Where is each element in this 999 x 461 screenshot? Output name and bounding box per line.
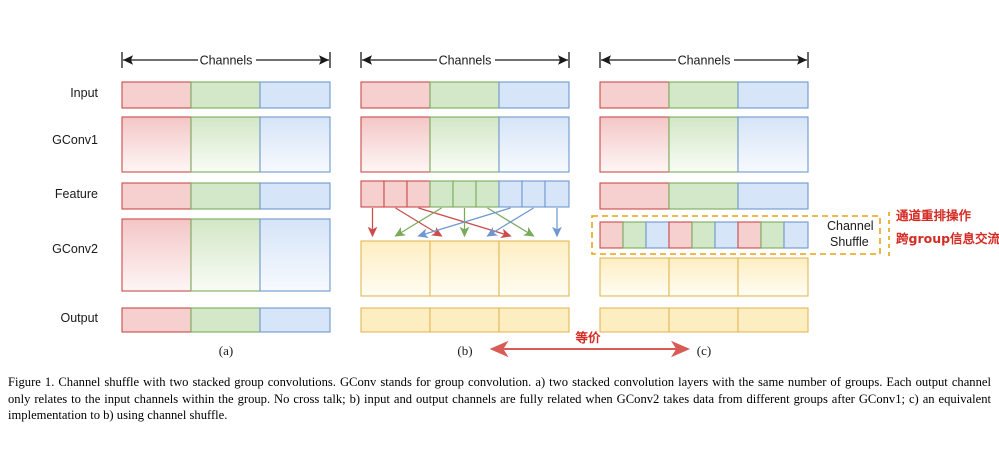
channels-axis-label-b: Channels	[439, 54, 492, 68]
row-label-gconv1: GConv1	[52, 133, 98, 147]
channels-axis-b: Channels	[360, 52, 570, 68]
panel-c-shuffled-row	[599, 221, 809, 249]
panel-c: Channels	[591, 52, 999, 358]
panel-a-gconv2-row	[121, 218, 331, 292]
panel-c-output-row	[599, 307, 809, 333]
equivalence-arrow: 等价	[489, 330, 690, 358]
panel-label-b: (b)	[457, 343, 472, 358]
panel-label-a: (a)	[219, 343, 233, 358]
panel-b-input-row	[360, 81, 570, 109]
equivalence-arrow-label: 等价	[574, 330, 601, 345]
row-label-gconv1-text: GConv1	[52, 133, 98, 147]
panel-a-feature-row	[121, 182, 331, 210]
panel-b-feature-row	[360, 180, 570, 208]
row-label-output-text: Output	[60, 311, 98, 325]
row-label-gconv2-text: GConv2	[52, 242, 98, 256]
row-label-output: Output	[60, 311, 98, 325]
panel-c-gconv1-row	[599, 116, 809, 173]
figure-caption: Figure 1. Channel shuffle with two stack…	[8, 374, 991, 424]
row-label-gconv2: GConv2	[52, 242, 98, 256]
handwritten-annotation-line1: 通道重排操作	[896, 208, 972, 223]
panel-a-input-row	[121, 81, 331, 109]
channels-axis-label-a: Channels	[200, 54, 253, 68]
panel-c-input-row	[599, 81, 809, 109]
panel-b-gconv1-row	[360, 116, 570, 173]
panel-c-gconv2-row	[599, 257, 809, 297]
channels-axis-a: Channels	[121, 52, 331, 68]
panel-b-output-row	[360, 307, 570, 333]
panel-a: Channels	[121, 52, 331, 358]
channel-shuffle-label-line1: Channel	[827, 219, 874, 233]
panel-b: Channels	[360, 52, 570, 358]
channels-axis-label-c: Channels	[678, 54, 731, 68]
panel-c-feature-row	[599, 182, 809, 210]
handwritten-annotation-line2: 跨group信息交流	[896, 231, 999, 246]
panel-label-c: (c)	[697, 343, 711, 358]
channels-axis-c: Channels	[599, 52, 809, 68]
channel-shuffle-label: Channel Shuffle	[827, 219, 874, 249]
channel-shuffle-label-line2: Shuffle	[830, 235, 869, 249]
panel-a-output-row	[121, 307, 331, 333]
row-label-input-text: Input	[70, 86, 98, 100]
shuffle-arrows	[367, 207, 562, 238]
row-label-feature-text: Feature	[55, 187, 98, 201]
row-label-feature: Feature	[55, 187, 98, 201]
figure-1-diagram: Input GConv1 Feature GConv2 Output Chann…	[52, 52, 999, 358]
handwritten-annotation: 通道重排操作 跨group信息交流	[896, 208, 999, 246]
row-label-input: Input	[70, 86, 98, 100]
channel-shuffle-dashed-box	[591, 215, 881, 255]
panel-b-gconv2-row	[360, 240, 570, 297]
figure-caption-text: Figure 1. Channel shuffle with two stack…	[8, 375, 995, 423]
panel-a-gconv1-row	[121, 116, 331, 173]
